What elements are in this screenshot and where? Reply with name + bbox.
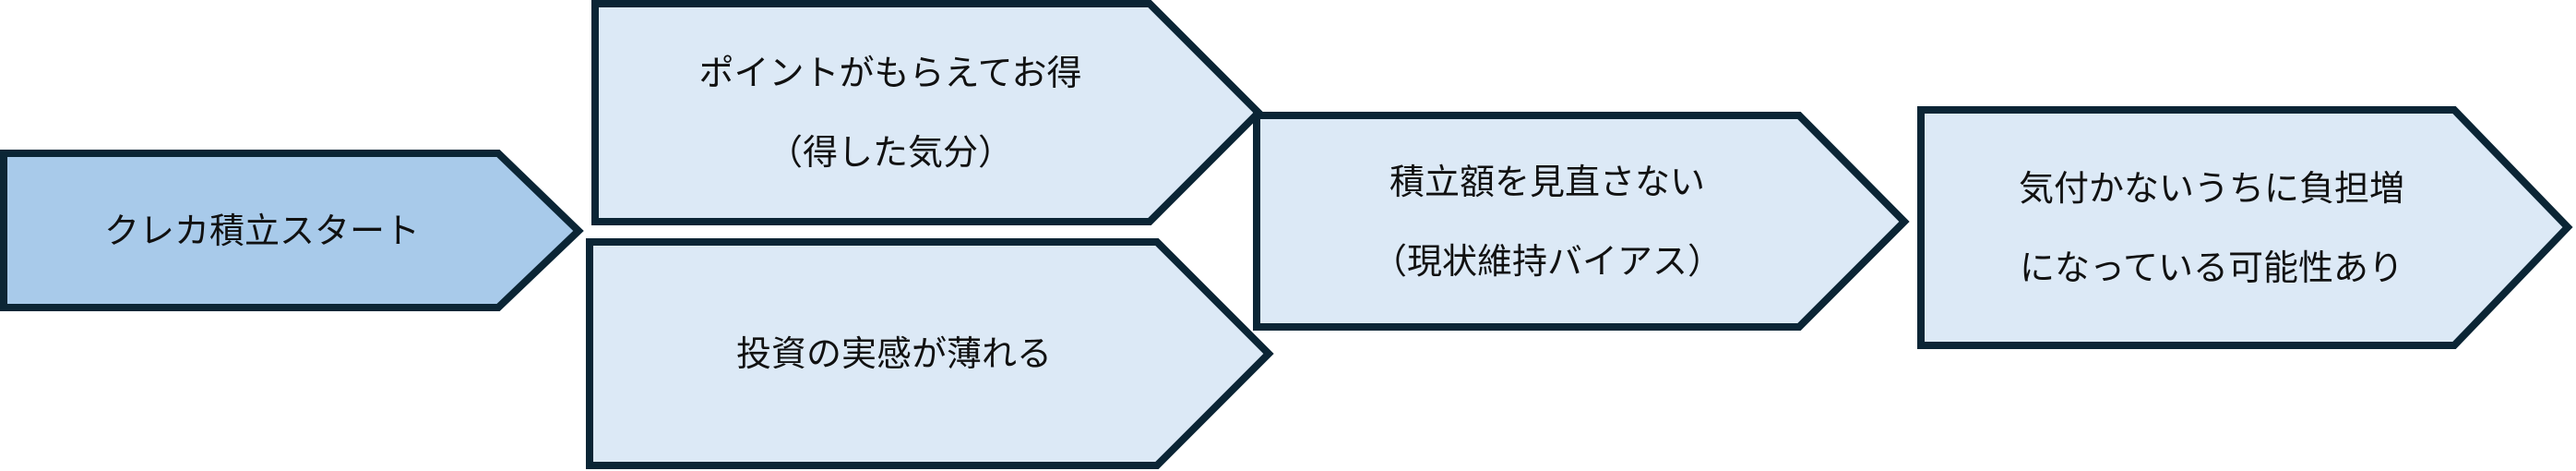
step-burden-label: 気付かないうちに負担増 になっている可能性あり: [1921, 110, 2502, 345]
step-burden-shape: [1917, 106, 2573, 349]
step-line: になっている可能性あり: [2019, 247, 2404, 288]
step-line: （得した気分）: [767, 132, 1013, 173]
step-no-review-shape: [1253, 112, 1910, 331]
step-start-label: クレカ積立スタート: [4, 153, 520, 308]
step-line: （現状維持バイアス）: [1371, 240, 1723, 282]
step-line: 積立額を見直さない: [1389, 161, 1705, 202]
step-points-label: ポイントがもらえてお得 （得した気分）: [595, 4, 1186, 222]
step-line: 投資の実感が薄れる: [735, 333, 1052, 374]
step-invest-feel-shape: [586, 238, 1274, 469]
step-no-review-label: 積立額を見直さない （現状維持バイアス）: [1257, 115, 1838, 327]
step-line: 気付かないうちに負担増: [2018, 167, 2404, 209]
step-points-shape: [591, 0, 1264, 225]
step-line: クレカ積立スタート: [103, 210, 420, 251]
step-start-shape: [0, 150, 584, 311]
step-line: ポイントがもらえてお得: [698, 53, 1082, 93]
step-invest-feel-label: 投資の実感が薄れる: [590, 242, 1199, 465]
